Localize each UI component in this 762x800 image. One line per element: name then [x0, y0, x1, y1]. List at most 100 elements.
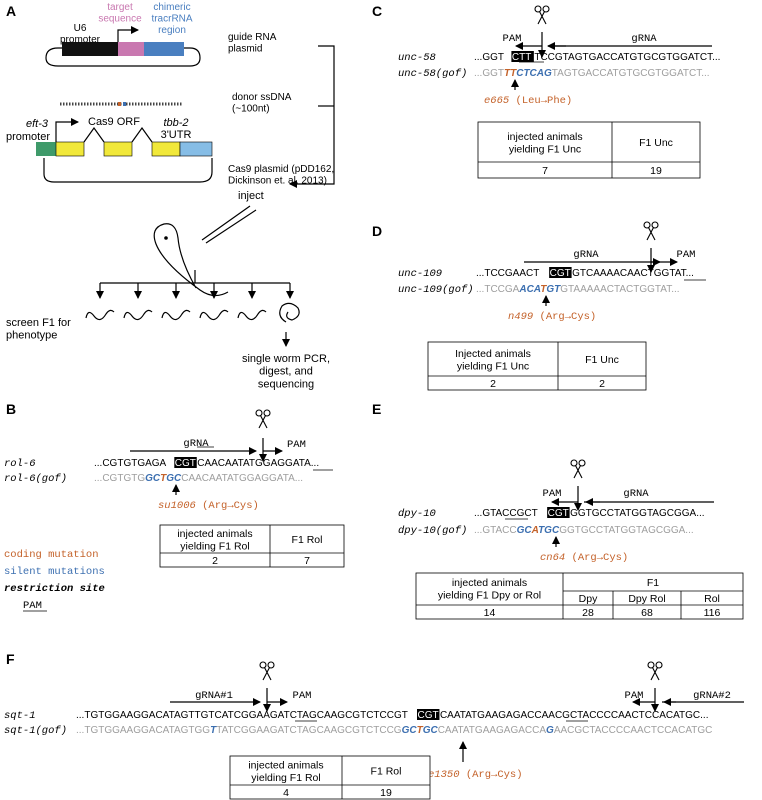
panel-b-label: B	[6, 401, 16, 417]
seq-part: ...TGTGGAAGGACATAGTTGTCATCGGAAGATCTAGCAA…	[76, 710, 408, 721]
donor-silent-mark	[123, 102, 126, 106]
pam-label: PAM	[503, 33, 522, 45]
cas9-exon-3	[151, 141, 181, 157]
wt-seq-pre: ...GGT	[474, 52, 504, 63]
panel-f: sqt-1sqt-1(gof)...TGTGGAAGGACATAGTTGTCAT…	[4, 661, 744, 800]
table-header-cell: F1 Unc	[585, 354, 619, 366]
allele-name: e1350	[428, 769, 466, 781]
panel-a-label: A	[6, 3, 16, 19]
text-line: phenotype	[6, 330, 57, 342]
amino-acid-change: (Leu→Phe)	[516, 95, 573, 107]
pam-label: PAM	[677, 249, 696, 261]
gof-coding: T	[417, 725, 424, 736]
table-value-cell: 4	[283, 787, 289, 799]
allele-name: e665	[484, 95, 516, 107]
pam-label-1: PAM	[293, 690, 312, 702]
gof-silent: GC	[145, 473, 161, 484]
amino-acid-change: (Arg→Cys)	[540, 311, 597, 323]
gof-seq: ...GGTTTCTCAGTAGTGACCATGTGCGTGGATCT...	[474, 68, 710, 79]
gof-silent: ACA	[518, 284, 540, 295]
seq-part: ...CGTGTGAGA	[94, 458, 167, 469]
header-line: yielding F1 Rol	[251, 772, 320, 784]
donor-mutation-mark	[118, 102, 121, 106]
header-line: injected animals	[507, 131, 582, 143]
wt-seq-post: GGTGCCTATGGTAGCGGA...	[570, 508, 704, 519]
wt-seq-post: CAACAATATGGAGGATA...	[197, 458, 319, 469]
panel-e-label: E	[372, 401, 381, 417]
text-line: tracrRNA	[151, 14, 192, 25]
table-value-cell: 19	[650, 165, 662, 177]
pam-label: PAM	[287, 439, 306, 451]
table-value-cell: 7	[304, 555, 310, 567]
table-frame	[229, 755, 431, 800]
text-line: (~100nt)	[232, 104, 270, 115]
cas9-exon-1	[55, 141, 85, 157]
header-line: injected animals	[177, 528, 252, 540]
allele-label: cn64 (Arg→Cys)	[540, 552, 628, 564]
scissors-icon	[259, 661, 275, 681]
text-line: screen F1 for	[6, 317, 71, 329]
text-line: region	[158, 25, 186, 36]
table-value-cell: 116	[704, 607, 721, 619]
grna2-label: gRNA#2	[693, 690, 731, 702]
table-value-cell: 68	[641, 607, 653, 619]
text-line: single worm PCR,	[242, 353, 330, 365]
tree-arrows	[96, 283, 294, 299]
header-line: F1 Unc	[585, 354, 619, 366]
table-header-cell: F1 Rol	[292, 534, 323, 546]
guide-plasmid	[45, 26, 201, 67]
table-frame	[427, 341, 647, 391]
wt-seq-post: TCCGTAGTGACCATGTGCGTGGATCT...	[534, 52, 720, 63]
restriction-box	[547, 507, 570, 518]
cas9-orf-label: Cas9 ORF	[88, 116, 140, 128]
header-line: yielding F1 Rol	[180, 541, 249, 553]
text-line: chimeric	[153, 2, 190, 13]
grna1-label: gRNA#1	[195, 690, 233, 702]
cas9-exon-2	[103, 141, 133, 157]
table-header-f1: F1	[647, 577, 659, 589]
worm-adult	[153, 223, 229, 297]
f1-worm	[123, 309, 153, 321]
restriction-box	[417, 709, 440, 720]
gof-seq: ...TGTGGAAGGACATAGTGGTTATCGGAAGATCTAGCAA…	[76, 725, 712, 736]
table-value-cell: 19	[380, 787, 392, 799]
amino-acid-change: (Arg→Cys)	[202, 500, 259, 512]
legend-restriction: restriction site	[4, 583, 105, 595]
inject-bracket	[289, 45, 335, 188]
allele-label: su1006 (Arg→Cys)	[158, 500, 259, 512]
inject-label: inject	[238, 190, 264, 202]
gof-coding: T	[160, 473, 167, 484]
gof-seq: ...CGTGTGGCTGCCAACAATATGGAGGATA...	[94, 473, 303, 484]
table-value-cell: 28	[582, 607, 594, 619]
target-sequence-box	[118, 42, 144, 56]
seq-part: ...GTACC	[474, 525, 517, 536]
seq-part: TAGTGACCATGTGCGTGGATCT...	[552, 68, 710, 79]
gof-silent: T	[504, 68, 511, 79]
header-line: F1 Unc	[639, 137, 673, 149]
seq-part: ...CGTGTG	[94, 473, 145, 484]
gene-gof-name: dpy-10(gof)	[398, 525, 467, 537]
table-frame	[159, 524, 345, 568]
text-line: promoter	[60, 35, 101, 46]
gof-coding: T	[510, 68, 517, 79]
allele-label: e665 (Leu→Phe)	[484, 95, 572, 107]
allele-label: n499 (Arg→Cys)	[508, 311, 596, 323]
legend-silent: silent mutations	[4, 566, 105, 578]
allele-name: cn64	[540, 552, 572, 564]
wt-seq-box: CGT	[548, 508, 569, 519]
eft3-promoter-box	[36, 142, 56, 156]
utr-label: 3'UTR	[161, 129, 192, 141]
table-value-cell: 7	[542, 165, 548, 177]
table-subheader: Dpy	[579, 593, 598, 605]
